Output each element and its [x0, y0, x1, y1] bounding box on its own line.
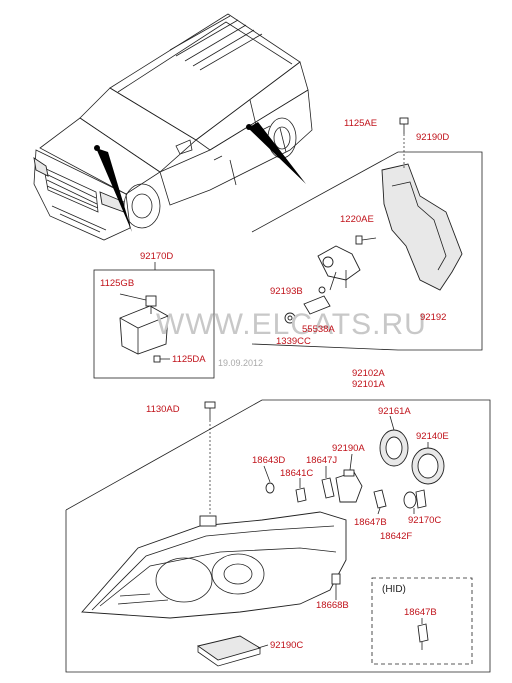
label-92192: 92192 [420, 312, 446, 323]
label-1125GB: 1125GB [100, 278, 134, 289]
label-1339CC: 1339CC [276, 336, 311, 347]
label-18647B-hid: 18647B [404, 607, 437, 618]
label-18647B: 18647B [354, 517, 387, 528]
label-92190C: 92190C [270, 640, 303, 651]
label-92170C: 92170C [408, 515, 441, 526]
label-18641C: 18641C [280, 468, 313, 479]
label-1130AD: 1130AD [146, 404, 180, 415]
label-92161A: 92161A [378, 406, 411, 417]
label-55538A: 55538A [302, 324, 335, 335]
bracket-group-92190D [251, 117, 483, 351]
label-92140E: 92140E [416, 431, 449, 442]
label-92102A: 92102A [352, 368, 385, 379]
label-1125AE: 1125AE [344, 118, 377, 129]
label-18647J: 18647J [306, 455, 337, 466]
label-18668B: 18668B [316, 600, 349, 611]
hid-box-label: (HID) [382, 584, 406, 595]
vehicle-illustration [33, 13, 313, 241]
label-18642F: 18642F [380, 531, 412, 542]
label-18643D: 18643D [252, 455, 285, 466]
label-92190A: 92190A [332, 443, 365, 454]
bracket-group-92170D [93, 262, 215, 379]
label-1220AE: 1220AE [340, 214, 374, 225]
watermark-date: 19.09.2012 [218, 358, 263, 368]
label-92170D: 92170D [140, 251, 173, 262]
headlamp-assembly-92101A [65, 399, 491, 673]
watermark: WWW.ELCATS.RU [156, 308, 427, 341]
label-1125DA: 1125DA [172, 354, 206, 365]
label-92190D: 92190D [416, 132, 449, 143]
label-92193B: 92193B [270, 286, 303, 297]
label-92101A: 92101A [352, 379, 385, 390]
